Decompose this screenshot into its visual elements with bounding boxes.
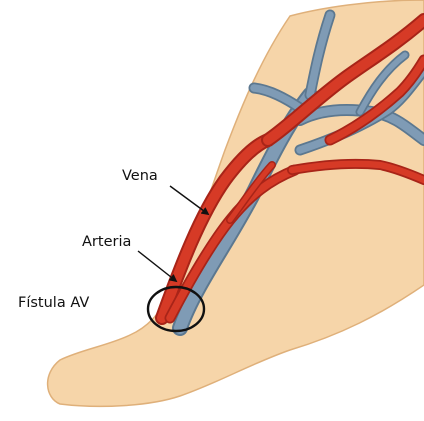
fistula-label: Fístula AV <box>18 295 89 311</box>
arteria-label: Arteria <box>82 234 131 250</box>
vena-arrow <box>170 186 208 214</box>
vena-label: Vena <box>122 168 158 184</box>
arteria-arrow <box>138 251 176 281</box>
